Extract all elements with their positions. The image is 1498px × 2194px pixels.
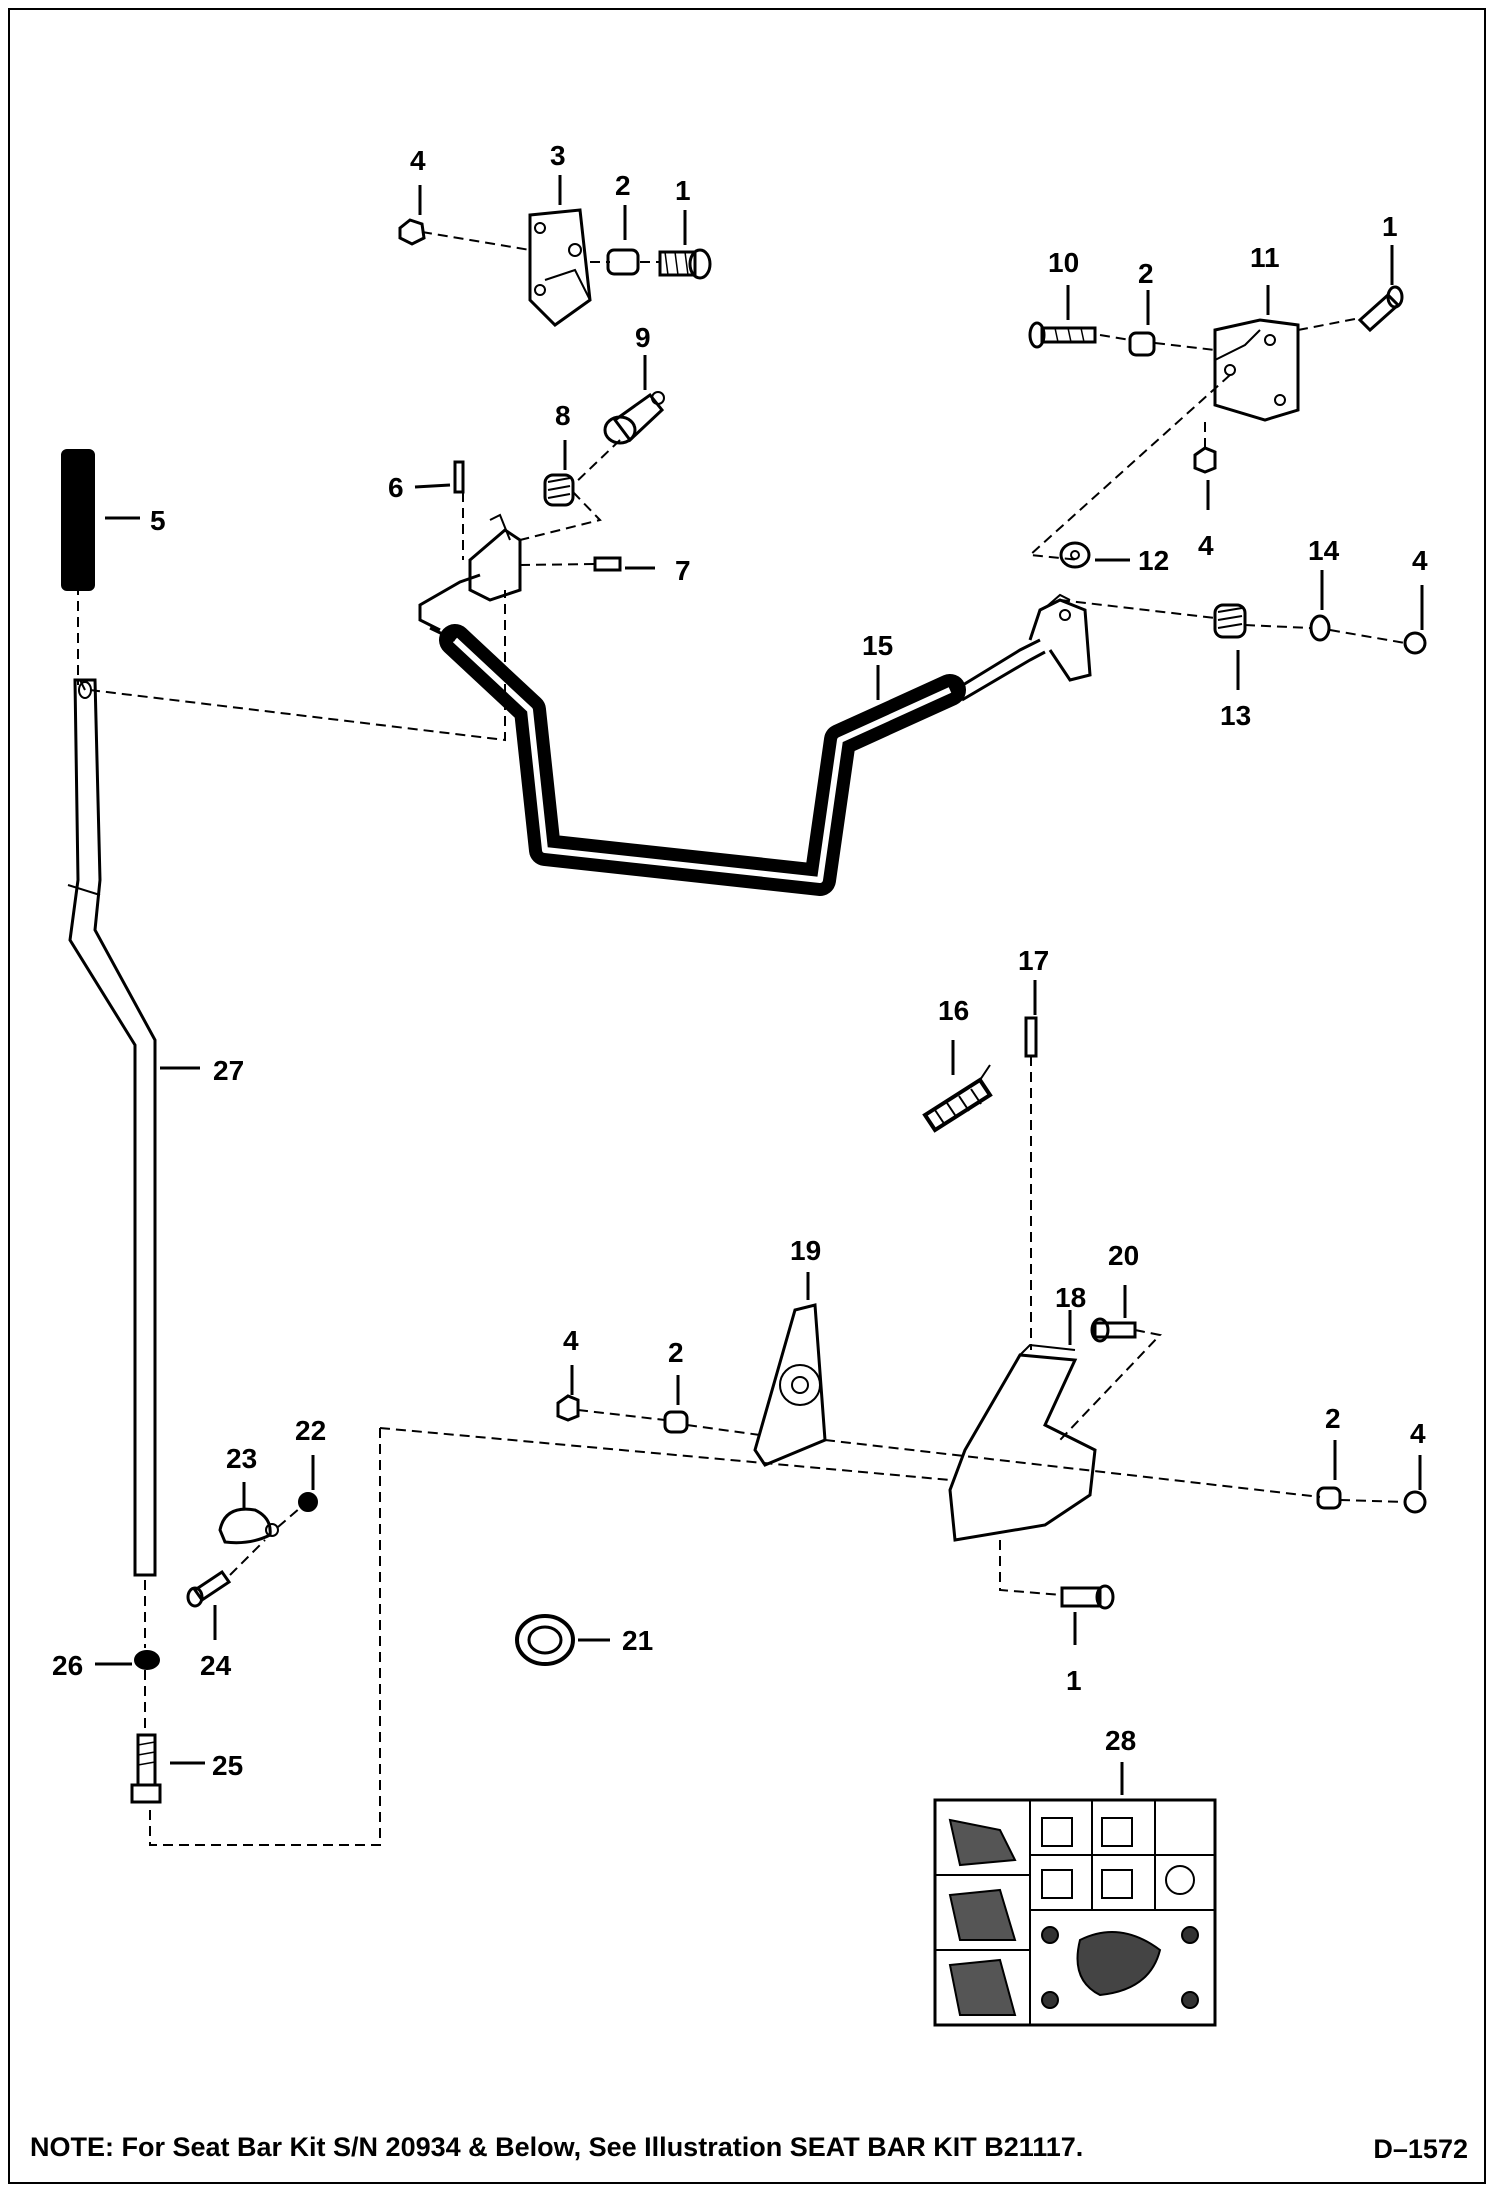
callout-21: 21 [622, 1625, 653, 1656]
bolt-1a [658, 248, 712, 280]
callout-26: 26 [52, 1650, 83, 1681]
callout-25: 25 [212, 1750, 243, 1781]
bolt-1b [1357, 285, 1404, 333]
callout-10: 10 [1048, 247, 1079, 278]
pin-6 [453, 460, 465, 494]
callout-4: 4 [1198, 530, 1214, 561]
callout-17: 17 [1018, 945, 1049, 976]
callout-18: 18 [1055, 1282, 1086, 1313]
bracket-18 [948, 1343, 1097, 1542]
seat-bar [418, 513, 1092, 896]
washer-14 [1309, 614, 1331, 642]
callout-13: 13 [1220, 700, 1251, 731]
bolt-24 [186, 1569, 232, 1608]
callout-2: 2 [668, 1337, 684, 1368]
bolt-20 [1090, 1317, 1137, 1343]
callout-7: 7 [675, 555, 691, 586]
callout-27: 27 [213, 1055, 244, 1086]
spring-8 [543, 473, 575, 507]
callout-6: 6 [388, 472, 404, 503]
callout-14: 14 [1308, 535, 1340, 566]
clamp-23 [218, 1507, 279, 1545]
callout-20: 20 [1108, 1240, 1139, 1271]
pin-17 [1024, 1016, 1038, 1058]
bolt-1c [1060, 1584, 1115, 1610]
right-mount-bracket [1213, 318, 1300, 422]
plate-19 [753, 1303, 827, 1467]
callout-5: 5 [150, 505, 166, 536]
callout-28: 28 [1105, 1725, 1136, 1756]
spacer-2b [1128, 331, 1156, 357]
bolt-10 [1028, 321, 1097, 349]
callout-8: 8 [555, 400, 571, 431]
drawing-number: D–1572 [1373, 2134, 1468, 2164]
callout-9: 9 [635, 322, 651, 353]
callout-11: 11 [1250, 242, 1280, 273]
callout-4: 4 [1412, 545, 1428, 576]
callout-1: 1 [1066, 1665, 1082, 1696]
washer-26 [134, 1650, 160, 1670]
callout-1: 1 [675, 175, 691, 206]
knob-9 [603, 391, 665, 445]
callout-2: 2 [615, 170, 631, 201]
decal-28 [933, 1798, 1217, 2027]
callout-1: 1 [1382, 211, 1398, 242]
setscrew-7 [593, 556, 622, 572]
nut-4d [556, 1394, 580, 1422]
callout-12: 12 [1138, 545, 1169, 576]
callout-4: 4 [1410, 1418, 1426, 1449]
callouts: 1 2 3 4 9 8 6 7 5 10 2 11 1 4 12 14 4 13… [52, 140, 1428, 1781]
assembly-lines [77, 231, 1406, 1846]
spacer-2a [606, 248, 640, 276]
spacer-2d [1316, 1486, 1342, 1510]
callout-15: 15 [862, 630, 893, 661]
nut-4a [398, 218, 426, 246]
nut-4b [1193, 446, 1217, 474]
lever-rod [67, 678, 157, 1577]
callout-4: 4 [410, 145, 426, 176]
callout-22: 22 [295, 1415, 326, 1446]
spacer-2c [663, 1410, 689, 1434]
callout-23: 23 [226, 1443, 257, 1474]
nut-4c [1403, 631, 1427, 655]
callout-4: 4 [563, 1325, 579, 1356]
callout-2: 2 [1325, 1403, 1341, 1434]
callout-3: 3 [550, 140, 566, 171]
bolt-25 [130, 1733, 162, 1804]
grommet-21 [515, 1614, 575, 1666]
spring-16 [922, 1064, 993, 1133]
spring-13 [1213, 603, 1247, 639]
left-mount-bracket [528, 208, 592, 327]
callout-24: 24 [200, 1650, 232, 1681]
footnote: NOTE: For Seat Bar Kit S/N 20934 & Below… [30, 2132, 1084, 2162]
washer-12 [1059, 541, 1091, 569]
callout-16: 16 [938, 995, 969, 1026]
handle-grip [61, 449, 95, 591]
diagram-frame [8, 8, 1486, 2184]
leader-lines [95, 175, 1424, 1795]
callout-2: 2 [1138, 258, 1154, 289]
callout-19: 19 [790, 1235, 821, 1266]
nut-4e [1403, 1490, 1427, 1514]
nut-22 [298, 1492, 318, 1512]
